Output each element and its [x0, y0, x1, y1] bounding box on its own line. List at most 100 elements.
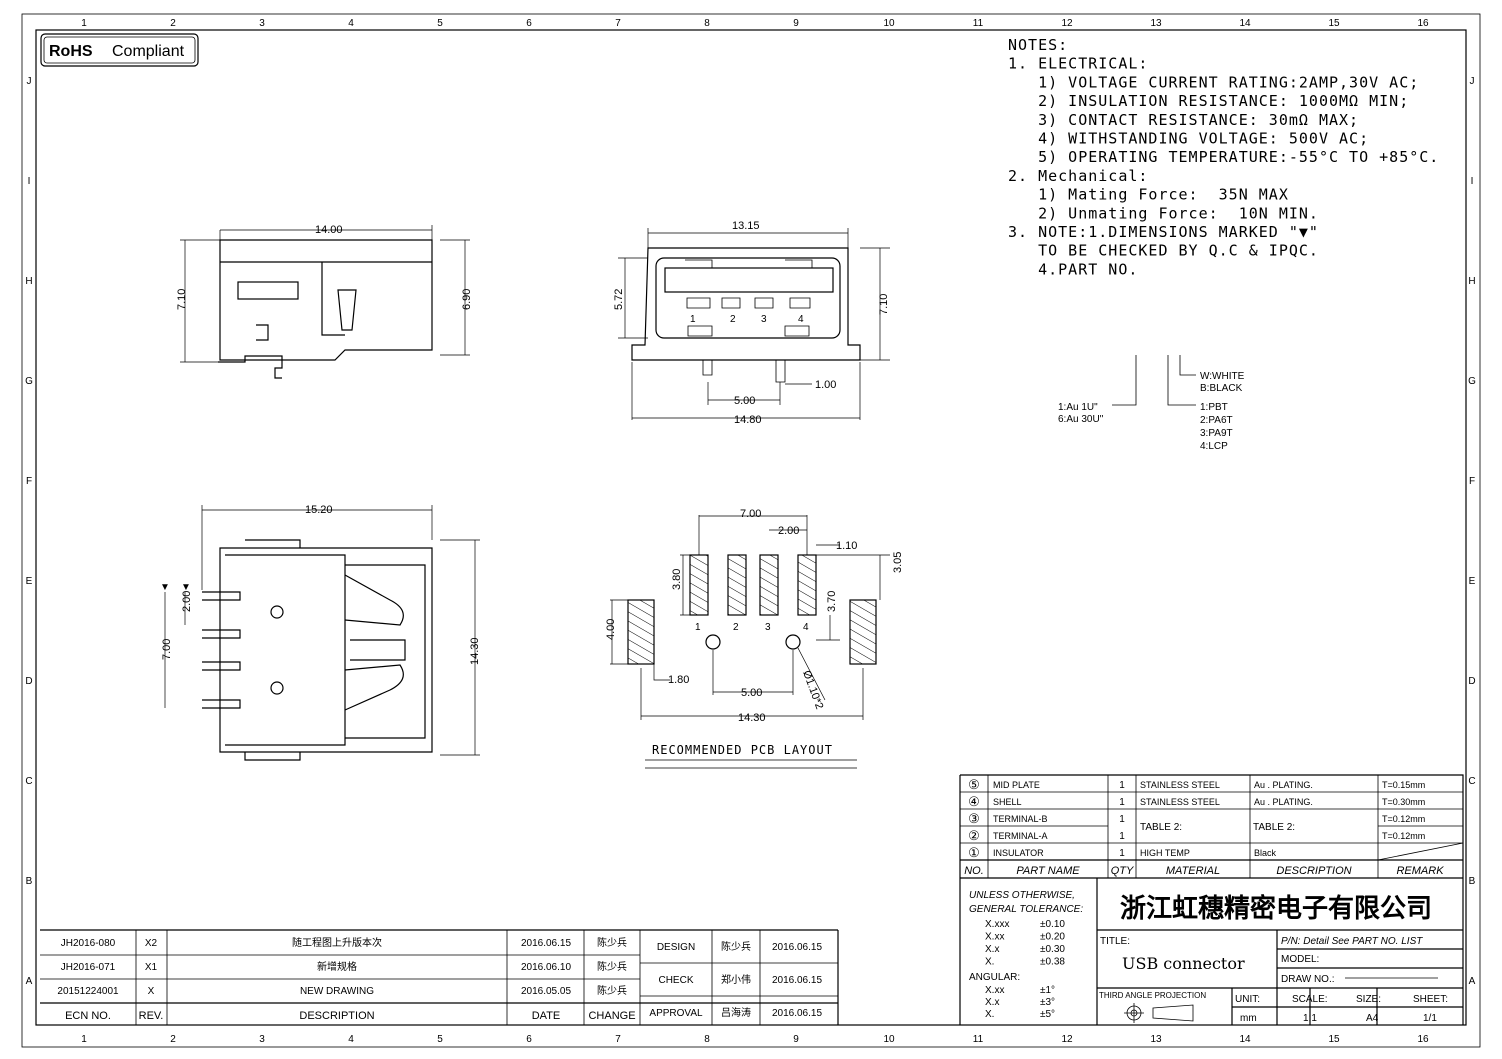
- revision-header: DATE: [532, 1010, 561, 1022]
- note-line: 5) OPERATING TEMPERATURE:-55°C TO +85°C.: [1008, 148, 1439, 166]
- third-angle-projection-icon: [1124, 1003, 1194, 1023]
- grid-row-label: E: [1469, 576, 1476, 587]
- bom-remark: T=0.15mm: [1382, 780, 1425, 790]
- note-line: 2) Unmating Force: 10N MIN.: [1008, 204, 1319, 222]
- grid-col-label: 4: [348, 1034, 354, 1045]
- grid-row-label: B: [1469, 876, 1476, 887]
- revision-cell: X2: [145, 938, 158, 949]
- tolerance-value: ±0.30: [1040, 944, 1065, 955]
- bom-material: HIGH TEMP: [1140, 848, 1190, 858]
- dim-front-height: 5.72: [613, 289, 625, 310]
- grid-row-label: H: [1468, 276, 1475, 287]
- grid-row-label: B: [26, 876, 33, 887]
- material-4: 4:LCP: [1200, 441, 1228, 452]
- grid-col-label: 13: [1150, 18, 1162, 29]
- size-value: A4: [1366, 1013, 1379, 1024]
- bom-description: Black: [1254, 848, 1277, 858]
- bom-header: QTY: [1111, 865, 1134, 877]
- bom-remark: T=0.12mm: [1382, 814, 1425, 824]
- grid-col-label: 2: [170, 1034, 176, 1045]
- revision-cell: 陈少兵: [597, 936, 627, 949]
- revision-cell: 陈少兵: [597, 960, 627, 973]
- grid-row-label: H: [25, 276, 32, 287]
- grid-col-label: 15: [1328, 1034, 1340, 1045]
- grid-row-label: G: [1468, 376, 1476, 387]
- dim-front-total: 14.80: [734, 414, 762, 426]
- grid-row-label: F: [26, 476, 32, 487]
- approval-date: 2016.06.15: [772, 975, 822, 986]
- grid-row-label: J: [1470, 76, 1475, 87]
- approval-name: 陈少兵: [721, 940, 751, 953]
- bom-part-name: TERMINAL-A: [993, 831, 1048, 841]
- dim-pcb-pitch: 2.00: [778, 525, 799, 537]
- grid-col-label: 6: [526, 18, 532, 29]
- grid-col-label: 9: [793, 18, 799, 29]
- note-line: 4.PART NO.: [1008, 260, 1138, 278]
- dim-pcb-total: 14.30: [738, 712, 766, 724]
- revision-cell: 2016.06.10: [521, 962, 571, 973]
- notes: NOTES:1. ELECTRICAL: 1) VOLTAGE CURRENT …: [1008, 36, 1439, 278]
- part-number: P/N: Detail See PART NO. LIST: [1281, 936, 1423, 947]
- grid-col-label: 9: [793, 1034, 799, 1045]
- revision-header: CHANGE: [588, 1010, 635, 1022]
- revision-header: ECN NO.: [65, 1010, 111, 1022]
- grid-col-label: 8: [704, 18, 710, 29]
- note-line: NOTES:: [1008, 36, 1068, 54]
- angular-key: X.xx: [985, 985, 1004, 996]
- grid-row-label: I: [28, 176, 31, 187]
- grid-col-label: 3: [259, 18, 265, 29]
- note-line: 2. Mechanical:: [1008, 167, 1148, 185]
- dim-pin-pitch: 5.00: [734, 395, 755, 407]
- note-line: 2) INSULATION RESISTANCE: 1000MΩ MIN;: [1008, 92, 1409, 110]
- dim-pcb-gap: 3.70: [826, 591, 838, 612]
- bom-qty: 1: [1119, 814, 1125, 825]
- revision-cell: JH2016-080: [61, 938, 116, 949]
- grid-col-label: 16: [1417, 18, 1429, 29]
- grid-col-label: 11: [973, 1034, 984, 1045]
- grid-col-label: 15: [1328, 18, 1340, 29]
- sheet-label: SHEET:: [1413, 994, 1448, 1005]
- angular-value: ±3°: [1040, 997, 1055, 1008]
- tolerance-value: ±0.20: [1040, 932, 1065, 943]
- dim-pcb-length: 3.80: [671, 569, 683, 590]
- pcb-pin-1: 1: [695, 622, 701, 633]
- front-pin-1: 1: [690, 314, 696, 325]
- color-b: B:BLACK: [1200, 383, 1243, 394]
- note-line: 4) WITHSTANDING VOLTAGE: 500V AC;: [1008, 130, 1369, 148]
- svg-text:▼: ▼: [181, 582, 191, 593]
- bom-no: ④: [968, 794, 980, 809]
- grid-row-label: A: [1469, 976, 1476, 987]
- grid-col-label: 12: [1061, 18, 1073, 29]
- tolerance-title: UNLESS OTHERWISE,: [969, 890, 1075, 901]
- grid-row-label: A: [26, 976, 33, 987]
- svg-text:▼: ▼: [160, 582, 170, 593]
- scale-value: 1:1: [1303, 1013, 1317, 1024]
- dim-pcb-pad: 1.10: [836, 540, 857, 552]
- grid-col-label: 14: [1239, 1034, 1251, 1045]
- rohs-rest: Compliant: [112, 43, 185, 60]
- grid-row-label: D: [1468, 676, 1475, 687]
- company-name: 浙江虹穗精密电子有限公司: [1120, 893, 1432, 923]
- dim-side-width: 14.00: [315, 224, 343, 236]
- bom-table2-material: TABLE 2:: [1140, 822, 1182, 833]
- tolerance-key: X.x: [985, 944, 999, 955]
- grid-col-label: 1: [81, 18, 87, 29]
- rohs-bold: RoHS: [49, 43, 93, 60]
- grid-col-label: 3: [259, 1034, 265, 1045]
- tolerance-key: X.: [985, 957, 994, 968]
- bom-header: REMARK: [1396, 865, 1444, 877]
- revision-cell: X1: [145, 962, 158, 973]
- tolerance-key: X.xx: [985, 932, 1004, 943]
- grid-col-label: 8: [704, 1034, 710, 1045]
- grid-row-label: E: [26, 576, 33, 587]
- grid-row-label: D: [25, 676, 32, 687]
- tolerance-value: ±0.38: [1040, 957, 1065, 968]
- front-pin-3: 3: [761, 314, 767, 325]
- grid-col-label: 7: [615, 18, 621, 29]
- dim-side-height2: 6.90: [461, 289, 473, 310]
- bom-table2-desc: TABLE 2:: [1253, 822, 1295, 833]
- bom-part-name: MID PLATE: [993, 780, 1040, 790]
